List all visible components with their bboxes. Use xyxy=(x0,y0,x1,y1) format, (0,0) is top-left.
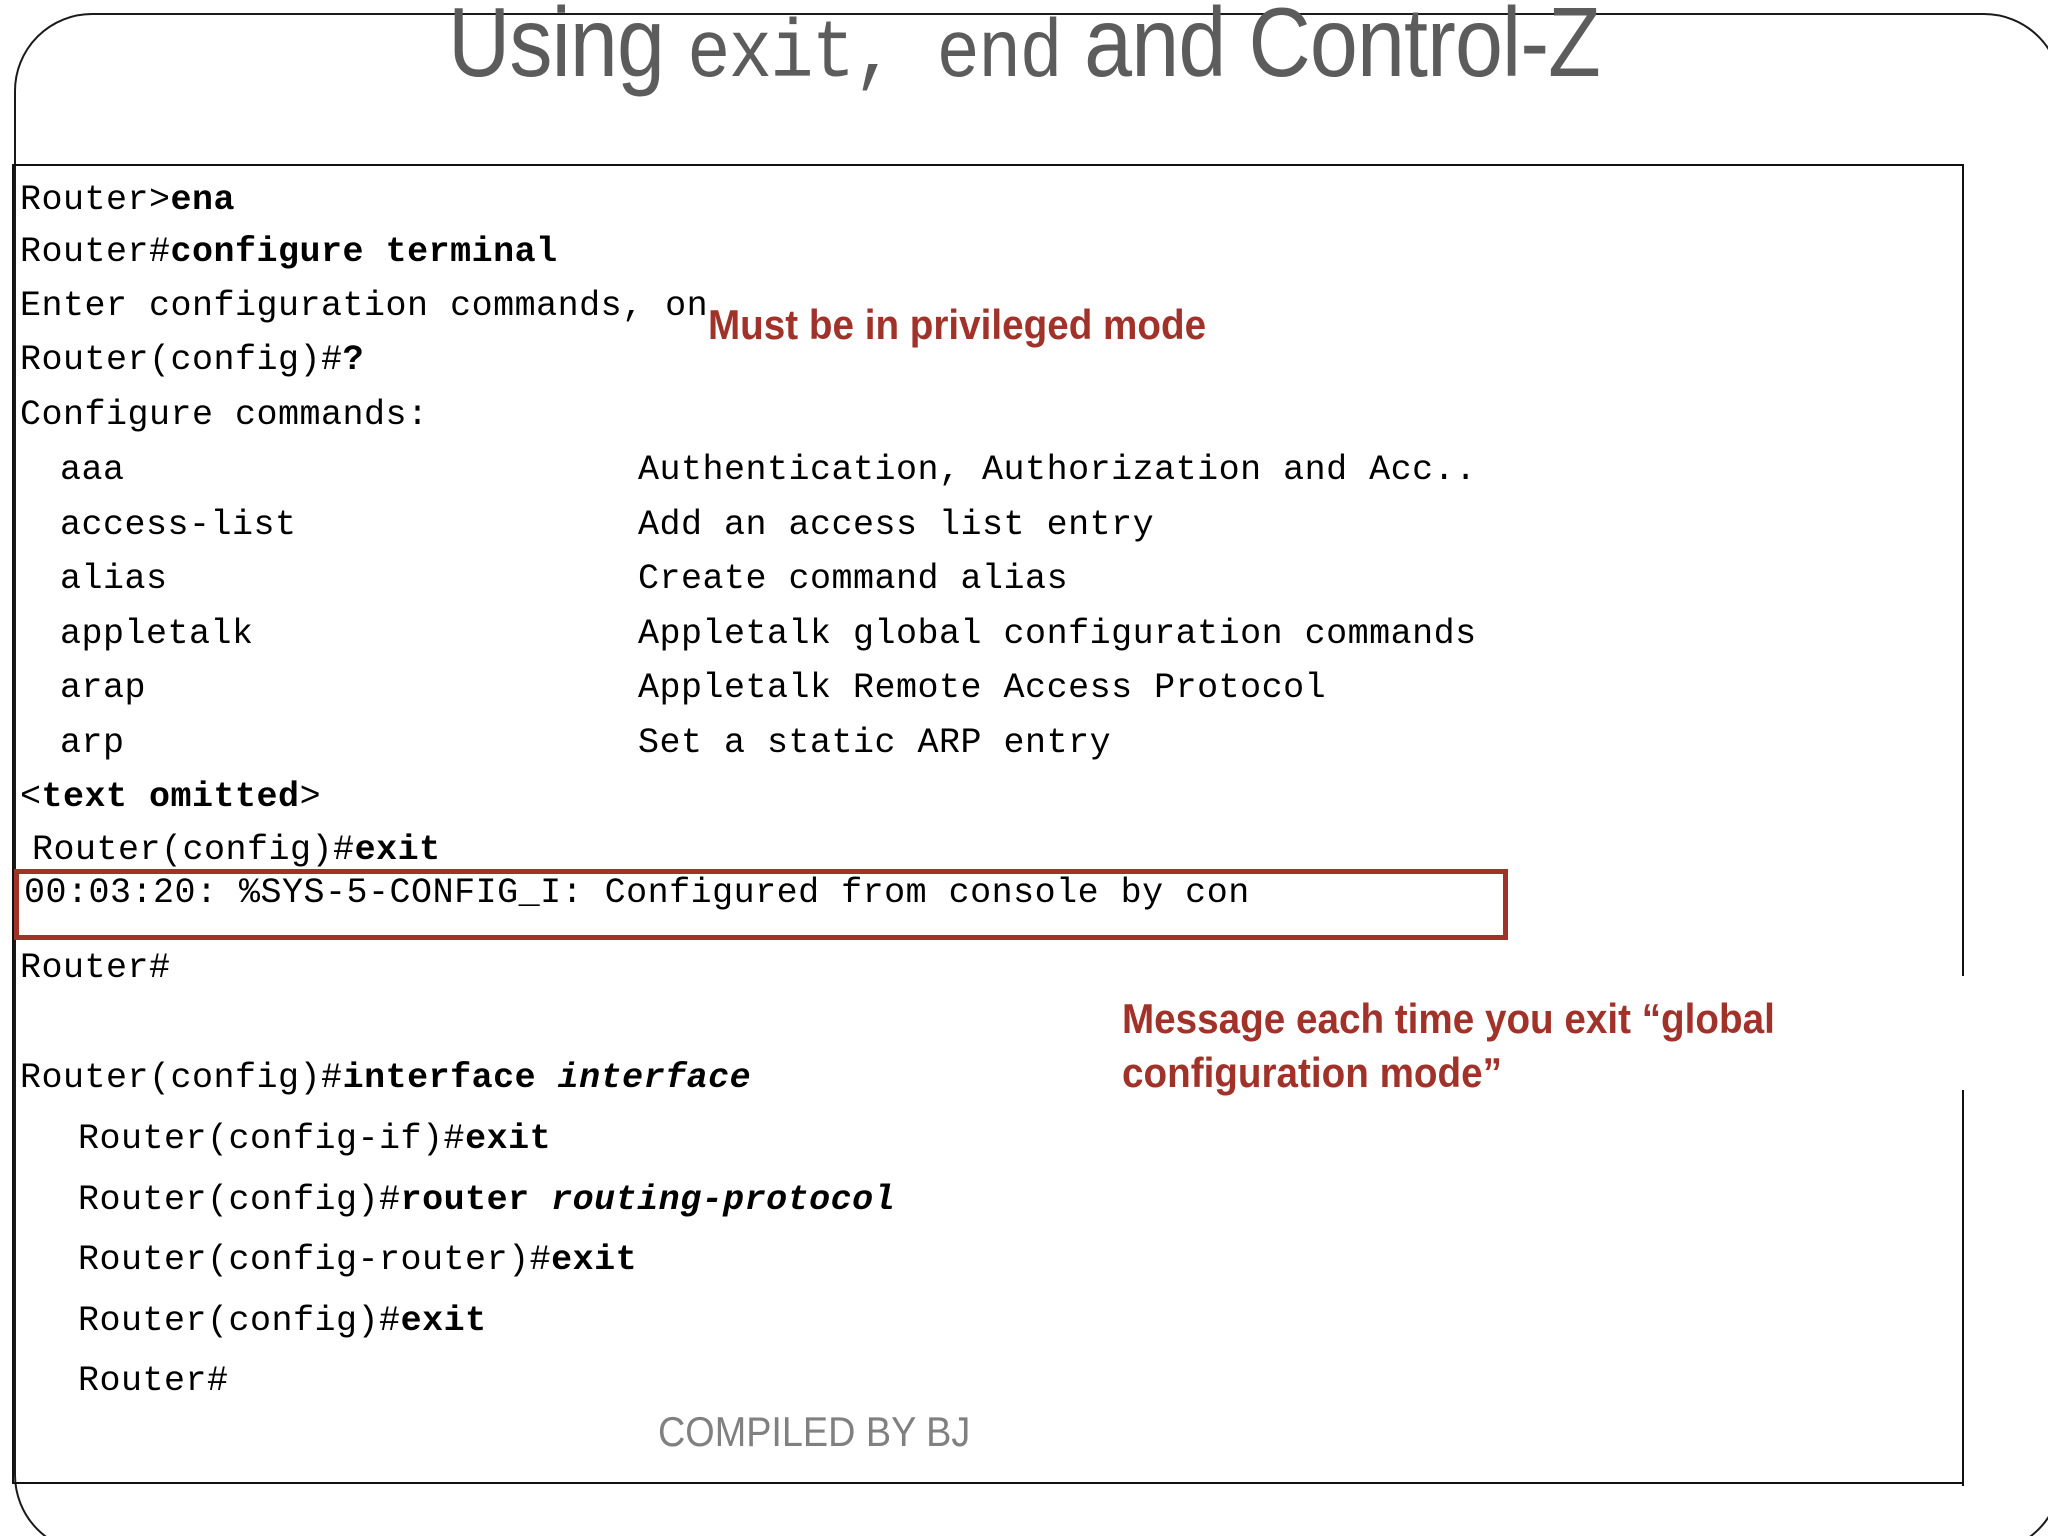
help-row-description: Set a static ARP entry xyxy=(638,723,1111,764)
terminal-prompt: Router(config-if)# xyxy=(78,1119,466,1159)
help-row-command: alias xyxy=(60,559,168,600)
terminal-command: configure terminal xyxy=(170,232,558,272)
terminal-prompt: Router(config)# xyxy=(78,1180,401,1220)
text-omitted-open-bracket: < xyxy=(20,777,42,817)
terminal-line-config-router-exit: Router(config-router)#exit xyxy=(78,1240,637,1281)
terminal-line-configure-terminal: Router#configure terminal xyxy=(20,232,558,273)
terminal-line-enter-config-commands: Enter configuration commands, on xyxy=(20,286,708,327)
help-row-command: access-list xyxy=(60,505,297,546)
help-command-alias: alias xyxy=(60,559,168,599)
terminal-command: ? xyxy=(342,340,365,380)
terminal-command-argument: interface xyxy=(557,1058,752,1098)
terminal-content-box xyxy=(12,164,1964,1484)
help-row-description: Appletalk Remote Access Protocol xyxy=(638,668,1326,709)
terminal-line-configure-commands-header: Configure commands: xyxy=(20,395,429,436)
terminal-command: interface xyxy=(342,1058,558,1098)
terminal-prompt: Router# xyxy=(20,232,171,272)
terminal-line-interface: Router(config)#interface interface xyxy=(20,1058,751,1099)
help-description-aaa: Authentication, Authorization and Acc.. xyxy=(638,450,1477,490)
annotation-exit-message: Message each time you exit “global confi… xyxy=(1122,995,1775,1096)
terminal-line-config-help: Router(config)#? xyxy=(20,340,364,381)
help-description-arap: Appletalk Remote Access Protocol xyxy=(638,668,1327,708)
terminal-command: exit xyxy=(400,1301,487,1341)
help-command-arap: arap xyxy=(60,668,147,708)
text-omitted-label: text omitted xyxy=(41,777,300,817)
terminal-prompt: Router# xyxy=(78,1361,229,1401)
terminal-line-router-prompt: Router# xyxy=(20,948,171,989)
terminal-line-text-omitted: <text omitted> xyxy=(20,777,321,818)
help-row-command: appletalk xyxy=(60,614,254,655)
help-row-description: Create command alias xyxy=(638,559,1068,600)
terminal-line-config-exit: Router(config)#exit xyxy=(32,830,441,871)
terminal-line-config-exit-2: Router(config)#exit xyxy=(78,1301,487,1342)
help-row-command: arp xyxy=(60,723,125,764)
help-description-alias: Create command alias xyxy=(638,559,1069,599)
footer-credit: COMPILED BY BJ xyxy=(658,1408,971,1455)
help-command-access-list: access-list xyxy=(60,505,297,545)
terminal-prompt: Router(config-router)# xyxy=(78,1240,552,1280)
terminal-output-text: Enter configuration commands, on xyxy=(20,286,709,326)
terminal-line-sys-config-message: 00:03:20: %SYS-5-CONFIG_I: Configured fr… xyxy=(24,873,1250,914)
help-command-arp: arp xyxy=(60,723,125,763)
terminal-line-router-prompt-final: Router# xyxy=(78,1361,229,1402)
sys-message-highlight-box xyxy=(14,869,1508,940)
terminal-command-argument: routing-protocol xyxy=(551,1180,896,1220)
help-description-arp: Set a static ARP entry xyxy=(638,723,1112,763)
terminal-command: ena xyxy=(170,180,236,220)
help-command-appletalk: appletalk xyxy=(60,614,254,654)
terminal-prompt: Router(config)# xyxy=(78,1301,401,1341)
help-row-description: Appletalk global configuration commands xyxy=(638,614,1477,655)
terminal-command: exit xyxy=(465,1119,552,1159)
terminal-prompt: Router# xyxy=(20,948,171,988)
help-row-command: aaa xyxy=(60,450,125,491)
terminal-line-router-protocol: Router(config)#router routing-protocol xyxy=(78,1180,895,1221)
help-row-description: Add an access list entry xyxy=(638,505,1154,546)
text-omitted-close-bracket: > xyxy=(299,777,322,817)
help-command-aaa: aaa xyxy=(60,450,125,490)
terminal-line-config-if-exit: Router(config-if)#exit xyxy=(78,1119,551,1160)
terminal-prompt: Router(config)# xyxy=(20,1058,343,1098)
help-row-description: Authentication, Authorization and Acc.. xyxy=(638,450,1477,491)
content-box-right-border-top xyxy=(1962,164,1964,976)
terminal-prompt: Router(config)# xyxy=(20,340,343,380)
terminal-line-router-ena: Router>ena xyxy=(20,180,235,221)
page-title-part-1: Using xyxy=(448,0,688,97)
help-description-appletalk: Appletalk global configuration commands xyxy=(638,614,1477,654)
terminal-command: router xyxy=(400,1180,552,1220)
help-row-command: arap xyxy=(60,668,146,709)
terminal-prompt: Router(config)# xyxy=(32,830,355,870)
terminal-command: exit xyxy=(354,830,441,870)
sys-log-message: 00:03:20: %SYS-5-CONFIG_I: Configured fr… xyxy=(24,873,1250,913)
page-title-part-mono: exit, end xyxy=(687,8,1063,101)
terminal-prompt: Router> xyxy=(20,180,171,220)
terminal-command: exit xyxy=(551,1240,638,1280)
content-box-right-border-bottom xyxy=(1962,1090,1964,1486)
help-description-access-list: Add an access list entry xyxy=(638,505,1155,545)
annotation-privileged-mode: Must be in privileged mode xyxy=(708,301,1207,348)
page-title-part-3: and Control-Z xyxy=(1061,0,1601,97)
terminal-output-text: Configure commands: xyxy=(20,395,429,435)
page-title: Using exit, end and Control-Z xyxy=(123,0,1925,111)
